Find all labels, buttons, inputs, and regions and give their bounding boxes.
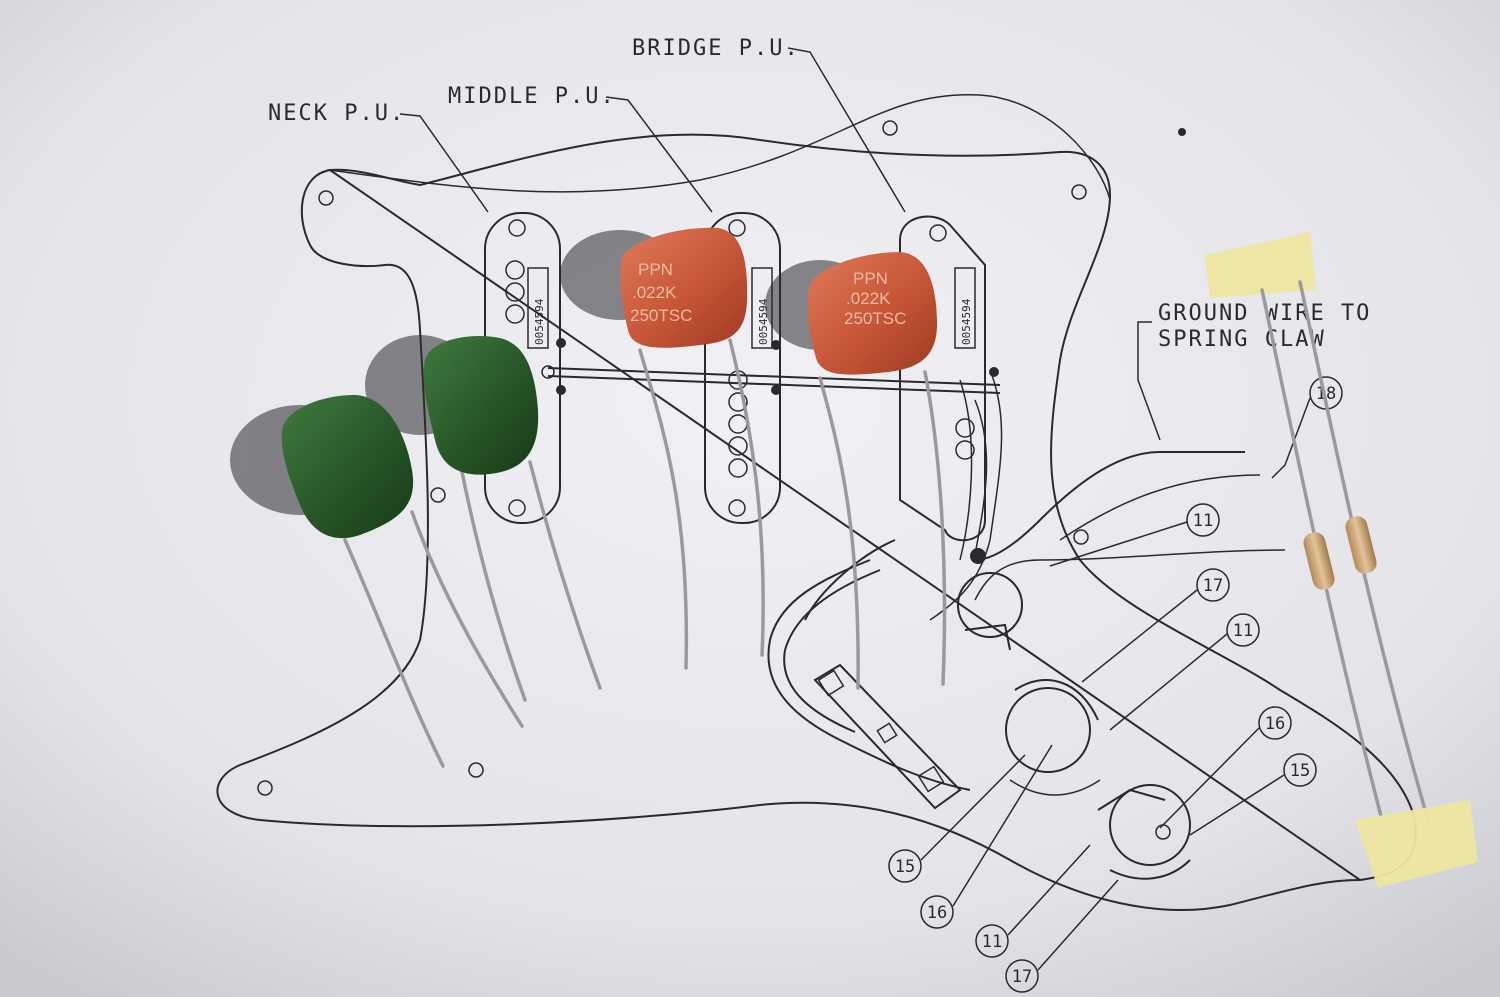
capacitor-2-text-line3: 250TSC: [844, 309, 906, 328]
pickguard-outline: [216, 94, 1417, 911]
resistors: [1205, 232, 1478, 888]
resistor-body-2: [1345, 516, 1377, 574]
callout-number: 18: [1316, 384, 1336, 404]
neck-pickup-label: NECK P.U.: [268, 101, 405, 126]
callout-bubble: 16: [920, 744, 1053, 929]
callout-number: 17: [1012, 967, 1032, 987]
callout-number: 15: [895, 857, 915, 877]
callout-number: 16: [927, 903, 947, 923]
capacitor-1-text-line2: .022K: [632, 283, 677, 302]
selector-switch: [813, 663, 962, 810]
callout-number: 11: [1233, 621, 1253, 641]
callout-number: 11: [982, 932, 1002, 952]
callout-number: 11: [1193, 511, 1213, 531]
ground-wire: [974, 451, 1245, 561]
callout-bubble: 15: [1189, 753, 1317, 836]
resistor-body-1: [1303, 532, 1335, 590]
bridge-pickup-part-number: 0054594: [960, 298, 973, 345]
capacitor-leads: [343, 338, 947, 768]
tone-pot-1: [1005, 679, 1101, 796]
callout-group: 11 17 11 16 15 15 16: [888, 376, 1343, 993]
middle-label-arrow: [605, 96, 713, 213]
callout-number: 16: [1265, 714, 1285, 734]
bridge-label-arrow: [787, 47, 906, 213]
middle-pickup-label: MIDDLE P.U.: [448, 84, 616, 109]
neck-label-arrow: [399, 113, 489, 213]
callout-number: 15: [1290, 761, 1310, 781]
callout-number: 17: [1203, 576, 1223, 596]
callout-bubble: 11: [1109, 613, 1260, 731]
orange-capacitor-2: PPN .022K 250TSC: [807, 252, 938, 375]
callout-bubble: 17: [1005, 879, 1119, 993]
capacitor-1-text-line3: 250TSC: [630, 306, 692, 325]
bridge-pickup-label: BRIDGE P.U.: [632, 36, 800, 61]
callout-bubble: 15: [888, 754, 1026, 883]
orange-capacitor-1: PPN .022K 250TSC: [620, 227, 748, 348]
volume-pot: [957, 572, 1023, 651]
callout-bubble: 11: [1049, 503, 1220, 567]
ground-wire-label-line2: SPRING CLAW: [1158, 327, 1326, 352]
ground-label-arrow: [1137, 321, 1161, 441]
green-capacitor-2: [423, 336, 539, 475]
capacitor-1-text-line1: PPN: [638, 260, 673, 279]
capacitor-2-text-line2: .022K: [846, 289, 891, 308]
neck-pickup-part-number: 0054594: [533, 298, 546, 345]
callout-bubble: 11: [975, 844, 1091, 958]
callout-bubble: 17: [1081, 568, 1230, 683]
tone-pot-2: [1097, 784, 1191, 880]
capacitor-2-text-line1: PPN: [853, 269, 888, 288]
green-capacitor-1: [281, 395, 414, 539]
callout-bubble: 16: [1159, 706, 1292, 829]
